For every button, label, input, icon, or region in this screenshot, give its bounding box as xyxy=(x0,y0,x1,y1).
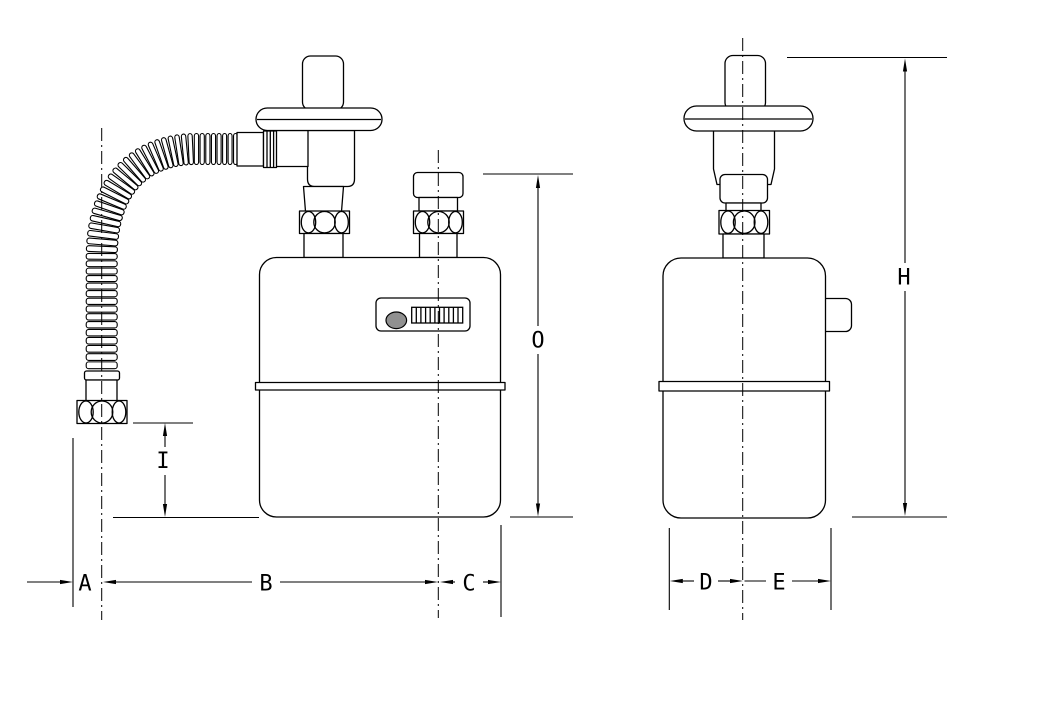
dimension-H: H xyxy=(897,58,911,516)
dim-label-I: I xyxy=(156,449,169,474)
inlet-pipe-upper xyxy=(302,185,345,213)
side-view xyxy=(658,54,853,519)
side-pipe-lower xyxy=(722,233,765,259)
hose-elbow-block xyxy=(275,129,309,168)
hose-collar xyxy=(262,130,278,169)
front-view xyxy=(76,55,506,518)
dimension-I: I xyxy=(156,423,170,517)
index-register xyxy=(411,306,464,324)
dimension-C: C xyxy=(440,572,501,597)
dimensions: A B C I O xyxy=(27,56,947,617)
side-regulator-stem xyxy=(724,54,767,112)
regulator-stem xyxy=(301,55,345,111)
dim-label-D: D xyxy=(699,571,712,596)
flex-hose xyxy=(85,132,239,370)
regulator-body xyxy=(306,129,356,188)
meter-band-front xyxy=(254,381,506,391)
dim-label-A: A xyxy=(78,572,91,597)
dim-label-H: H xyxy=(897,266,910,291)
inlet-pipe-lower xyxy=(303,232,344,259)
side-fitting xyxy=(719,173,769,204)
dimension-E: E xyxy=(744,571,831,596)
inlet-nut xyxy=(298,210,351,235)
side-nut xyxy=(718,209,771,235)
side-pipe-upper xyxy=(725,202,762,212)
dim-label-O: O xyxy=(531,329,544,354)
dimension-D: D xyxy=(669,571,743,596)
dimension-O: O xyxy=(531,175,545,517)
hose-elbow-cylinder xyxy=(236,131,265,167)
dimension-A: A xyxy=(27,572,92,597)
meter-band-side xyxy=(658,380,831,392)
dimension-B: B xyxy=(103,572,438,597)
index-dot xyxy=(385,311,408,330)
dim-label-B: B xyxy=(259,572,272,597)
dim-label-E: E xyxy=(772,571,785,596)
dim-label-C: C xyxy=(462,572,475,597)
